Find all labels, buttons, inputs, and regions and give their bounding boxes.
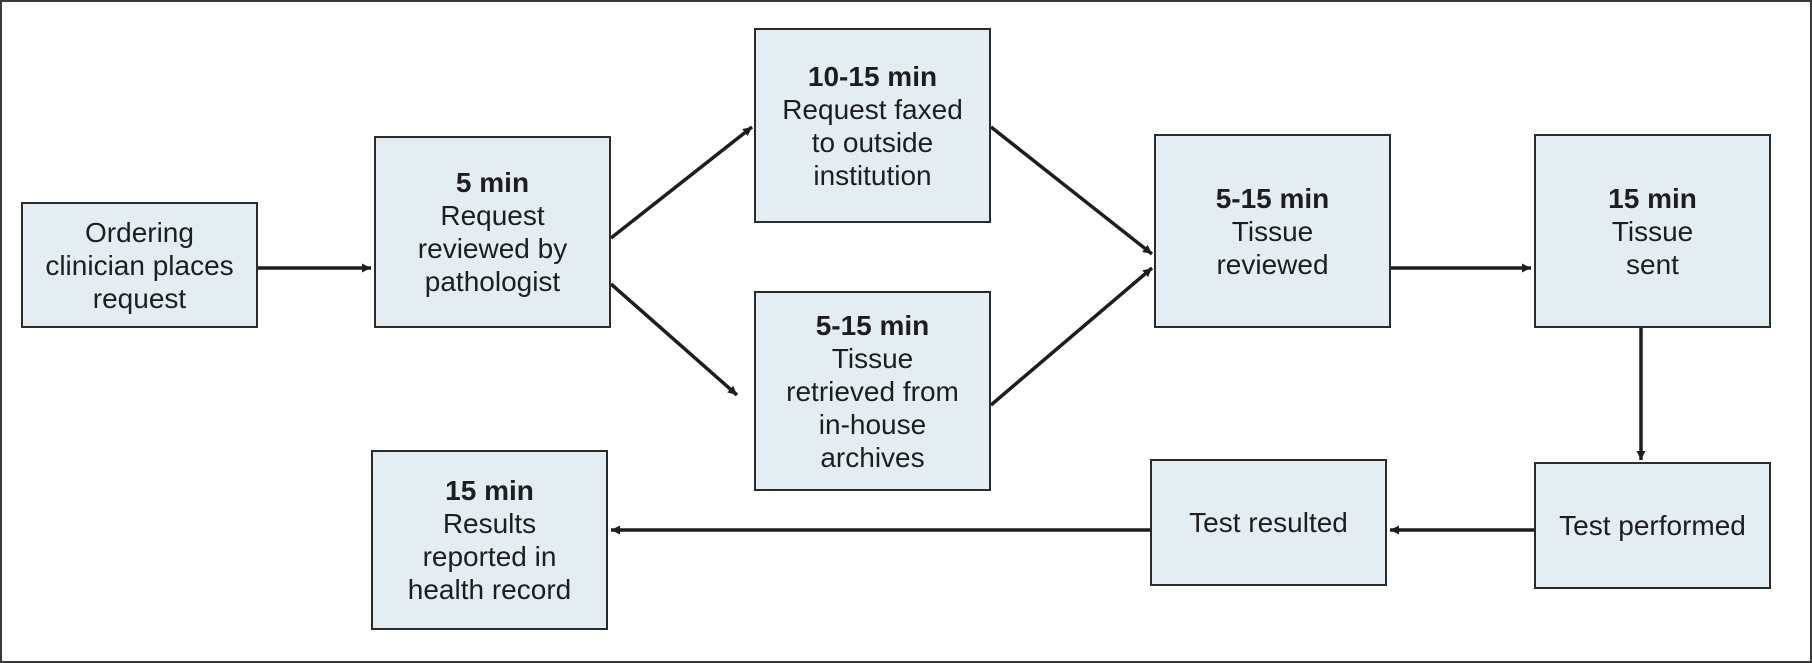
node-label: Test resulted xyxy=(1189,507,1348,538)
node-time: 15 min xyxy=(445,475,534,506)
node-request-faxed: 10-15 min Request faxed to outside insti… xyxy=(754,28,991,223)
node-ordering-clinician: Ordering clinician places request xyxy=(21,202,258,328)
node-test-resulted: Test resulted xyxy=(1150,459,1387,586)
node-time: 5 min xyxy=(455,167,530,198)
node-time: 15 min xyxy=(1608,182,1697,214)
node-time: 5-15 min xyxy=(815,309,930,341)
arrow-review-to-retrieve xyxy=(609,282,739,397)
node-time: 10-15 min xyxy=(807,60,938,92)
node-label: Tissue sent xyxy=(1611,215,1694,280)
node-tissue-reviewed: 5-15 min Tissue reviewed xyxy=(1154,134,1391,328)
node-label: Test performed xyxy=(1559,510,1746,541)
node-request-reviewed: 5 min Request reviewed by pathologist xyxy=(374,136,611,328)
node-time: 5-15 min xyxy=(1215,182,1330,214)
node-label: Request faxed to outside institution xyxy=(782,93,963,191)
node-label: Request reviewed by pathologist xyxy=(417,200,568,297)
node-label: Results reported in health record xyxy=(407,508,572,605)
arrow-retrieve-to-tissue-review xyxy=(989,266,1154,407)
node-label: Tissue reviewed xyxy=(1216,215,1329,280)
node-tissue-sent: 15 min Tissue sent xyxy=(1534,134,1771,328)
node-tissue-retrieved: 5-15 min Tissue retrieved from in-house … xyxy=(754,291,991,491)
node-results-reported: 15 min Results reported in health record xyxy=(371,450,608,630)
node-test-performed: Test performed xyxy=(1534,462,1771,589)
node-label: Tissue retrieved from in-house archives xyxy=(786,342,959,473)
arrow-fax-to-tissue-review xyxy=(989,125,1154,256)
node-label: Ordering clinician places request xyxy=(45,216,234,314)
arrow-review-to-fax xyxy=(609,125,754,240)
